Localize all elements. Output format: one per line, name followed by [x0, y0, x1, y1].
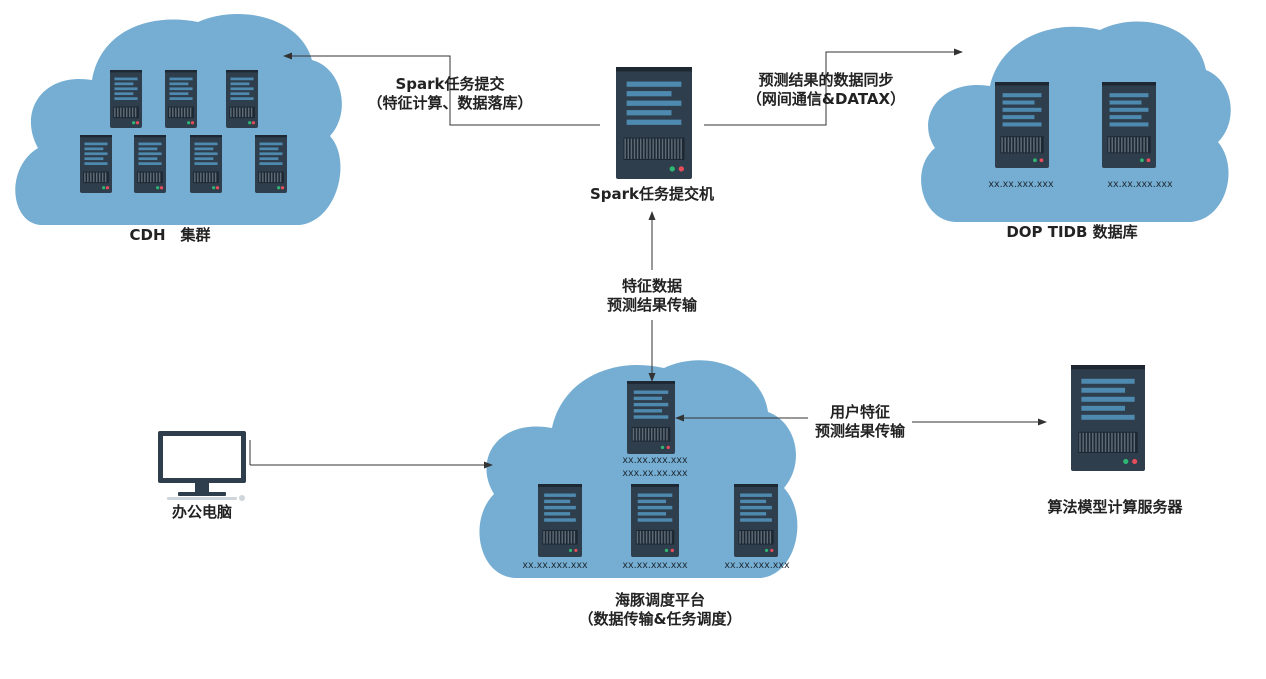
cdh-server-6: [190, 135, 222, 193]
cdh-server-3: [226, 70, 258, 128]
edge-label-prediction-transfer-algo: 预测结果传输: [814, 422, 906, 440]
algorithm-server-label: 算法模型计算服务器: [1047, 498, 1183, 516]
edge-label-prediction-transfer: 预测结果传输: [606, 296, 698, 314]
edge-label-result-sync-detail: （网间通信&DATAX）: [746, 90, 906, 108]
dolphin-worker-1: [538, 484, 582, 557]
edge-label-spark-submit: Spark任务提交: [395, 75, 505, 93]
dolphin-scheduler-sublabel: （数据传输&任务调度）: [578, 610, 742, 628]
cdh-cluster-label: CDH 集群: [129, 226, 211, 244]
tidb-server-2: [1102, 82, 1156, 168]
dolphin-master-server: [627, 381, 675, 454]
spark-submit-server: [616, 67, 692, 179]
cdh-server-7: [255, 135, 287, 193]
office-pc-label: 办公电脑: [171, 503, 233, 521]
edge-spark-to-cdh: [283, 52, 600, 126]
dolphin-worker-3: [734, 484, 778, 557]
tidb-cloud-shape: [921, 21, 1231, 223]
tidb-server-1-ip: xx.xx.xxx.xxx: [988, 179, 1054, 190]
edge-label-user-features: 用户特征: [829, 403, 891, 421]
cdh-server-5: [134, 135, 166, 193]
edge-label-feature-data: 特征数据: [621, 277, 683, 295]
tidb-server-1: [995, 82, 1049, 168]
cdh-server-1: [110, 70, 142, 128]
dolphin-scheduler-label: 海豚调度平台: [614, 591, 706, 609]
monitor-icon: [158, 431, 246, 501]
cdh-server-2: [165, 70, 197, 128]
tidb-database-label: DOP TIDB 数据库: [1006, 223, 1138, 241]
dolphin-worker-3-ip: xx.xx.xxx.xxx: [724, 560, 790, 571]
edge-label-spark-submit-detail: （特征计算、数据落库）: [367, 94, 533, 112]
dolphin-worker-2: [631, 484, 679, 557]
tidb-server-2-ip: xx.xx.xxx.xxx: [1107, 179, 1173, 190]
edge-spark-to-tidb: [704, 48, 963, 126]
edge-label-result-sync: 预测结果的数据同步: [758, 71, 894, 89]
spark-submit-host-label: Spark任务提交机: [589, 185, 715, 203]
algorithm-model-server: [1071, 365, 1145, 471]
cdh-server-4: [80, 135, 112, 193]
dolphin-master-ip-1: xx.xx.xxx.xxx: [622, 455, 688, 466]
dolphin-worker-2-ip: xx.xx.xxx.xxx: [622, 560, 688, 571]
dolphin-master-ip-2: xxx.xx.xx.xxx: [622, 468, 688, 479]
dolphin-worker-1-ip: xx.xx.xxx.xxx: [522, 560, 588, 571]
